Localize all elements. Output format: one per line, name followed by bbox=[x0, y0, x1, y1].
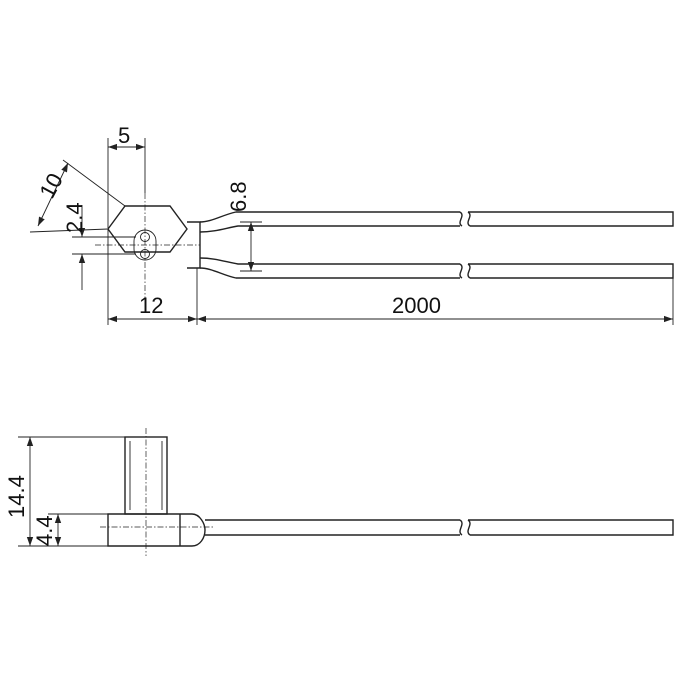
cable-lower-outer bbox=[199, 267, 460, 279]
dim-label-6-8: 6.8 bbox=[226, 181, 251, 212]
ext-line-10-a bbox=[62, 159, 126, 207]
cable-boot bbox=[187, 221, 201, 269]
sensor-base bbox=[107, 513, 206, 547]
side-cable-end bbox=[468, 519, 674, 536]
cable-upper-end bbox=[468, 211, 674, 227]
cable-break-lower bbox=[459, 263, 471, 279]
cable-break-upper bbox=[459, 211, 471, 227]
side-cable-break bbox=[459, 519, 471, 536]
cable-lower-inner bbox=[199, 257, 460, 265]
side-cable bbox=[205, 519, 460, 536]
dim-label-2000: 2000 bbox=[392, 293, 441, 318]
cable-upper-inner bbox=[199, 225, 460, 233]
dim-line-10 bbox=[37, 162, 69, 227]
dim-label-2-4: 2.4 bbox=[62, 202, 87, 233]
top-view: 5 10 2.4 6.8 12 2000 bbox=[29, 123, 674, 325]
dim-label-5: 5 bbox=[118, 123, 130, 148]
cable-lower-end bbox=[468, 263, 674, 279]
side-view: 14.4 4.4 bbox=[4, 428, 674, 556]
ext-line-10-b bbox=[29, 228, 109, 233]
cable-upper-outer bbox=[199, 211, 460, 223]
dim-label-12: 12 bbox=[139, 293, 163, 318]
dim-label-14-4: 14.4 bbox=[4, 475, 29, 518]
dim-label-4-4: 4.4 bbox=[32, 515, 57, 546]
